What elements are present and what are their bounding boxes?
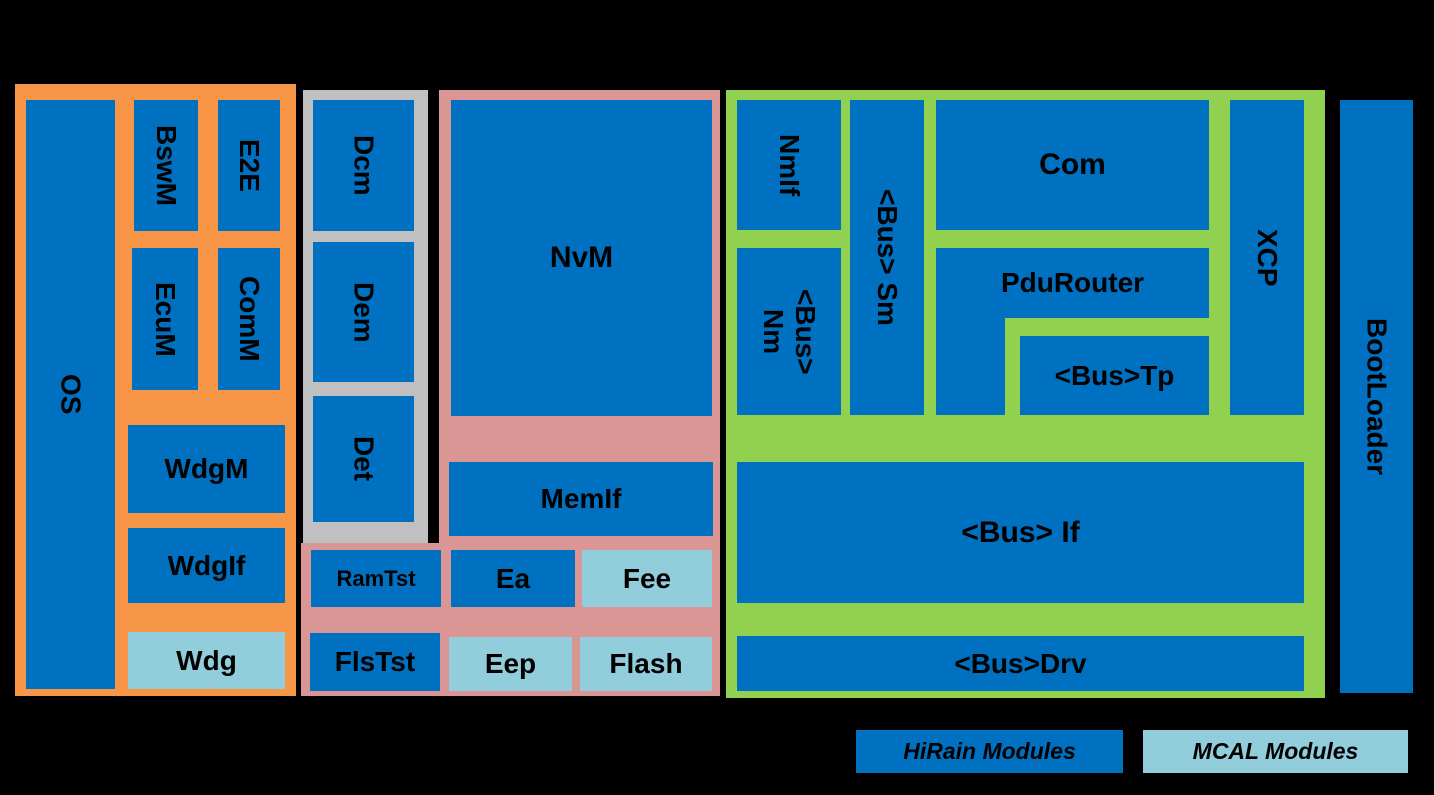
bus-sm-module: <Bus> Sm <box>850 100 924 415</box>
ramtst-module: RamTst <box>311 550 441 607</box>
bootloader-label: BootLoader <box>1361 317 1393 476</box>
pdurouter-label-area: PduRouter <box>936 248 1209 318</box>
bootloader-module: BootLoader <box>1340 100 1413 693</box>
ea-label: Ea <box>495 562 531 594</box>
legend-hirain: HiRain Modules <box>856 730 1123 773</box>
dem-module: Dem <box>313 242 414 382</box>
xcp-label: XCP <box>1252 228 1283 287</box>
bus-tp-label: <Bus>Tp <box>1054 359 1175 391</box>
xcp-module: XCP <box>1230 100 1304 415</box>
com-label: Com <box>1039 148 1106 181</box>
wdg-module: Wdg <box>128 632 285 689</box>
flash-label: Flash <box>609 648 683 679</box>
det-module: Det <box>313 396 414 522</box>
legend-mcal-label: MCAL Modules <box>1192 738 1359 764</box>
comm-module: ComM <box>218 248 280 390</box>
det-label: Det <box>348 436 380 482</box>
wdgif-label: WdgIf <box>167 549 246 581</box>
nvm-label: NvM <box>549 241 614 274</box>
pdurouter-module-stem <box>936 318 1005 415</box>
fee-module: Fee <box>582 550 712 607</box>
wdgif-module: WdgIf <box>128 528 285 603</box>
os-label: OS <box>55 374 87 415</box>
dcm-label: Dcm <box>348 135 380 196</box>
memif-module: MemIf <box>449 462 713 536</box>
e2e-label: E2E <box>234 139 265 192</box>
flstst-label: FlsTst <box>334 646 416 677</box>
fee-label: Fee <box>622 562 672 594</box>
bus-drv-module: <Bus>Drv <box>737 636 1304 691</box>
wdgm-label: WdgM <box>164 453 249 484</box>
flash-module: Flash <box>580 637 712 691</box>
dcm-module: Dcm <box>313 100 414 231</box>
ea-module: Ea <box>451 550 575 607</box>
legend-hirain-label: HiRain Modules <box>903 738 1076 764</box>
bus-tp-module: <Bus>Tp <box>1020 336 1209 415</box>
pdurouter-label: PduRouter <box>1000 267 1145 298</box>
pdurouter-module <box>936 248 1209 318</box>
e2e-module: E2E <box>218 100 280 231</box>
bus-if-label: <Bus> If <box>961 515 1080 549</box>
wdg-label: Wdg <box>176 644 237 676</box>
bswm-label: BswM <box>151 125 182 206</box>
wdgm-module: WdgM <box>128 425 285 513</box>
ramtst-label: RamTst <box>336 565 416 591</box>
bswm-module: BswM <box>134 100 198 231</box>
ecum-module: EcuM <box>132 248 198 390</box>
bus-nm-label: <Bus> Nm <box>758 288 822 375</box>
dem-label: Dem <box>348 281 380 343</box>
nmif-label: NmIf <box>774 133 805 197</box>
ecum-label: EcuM <box>150 281 181 357</box>
com-module: Com <box>936 100 1209 230</box>
legend-mcal: MCAL Modules <box>1143 730 1408 773</box>
bus-drv-label: <Bus>Drv <box>954 647 1087 679</box>
nvm-module: NvM <box>451 100 712 416</box>
eep-label: Eep <box>484 648 537 679</box>
bus-sm-label: <Bus> Sm <box>872 189 903 326</box>
bus-nm-module: <Bus> Nm <box>737 248 841 415</box>
eep-module: Eep <box>449 637 572 691</box>
memif-label: MemIf <box>540 483 622 514</box>
os-module: OS <box>26 100 115 689</box>
flstst-module: FlsTst <box>310 633 440 691</box>
nmif-module: NmIf <box>737 100 841 230</box>
bus-if-module: <Bus> If <box>737 462 1304 603</box>
comm-label: ComM <box>234 276 265 362</box>
